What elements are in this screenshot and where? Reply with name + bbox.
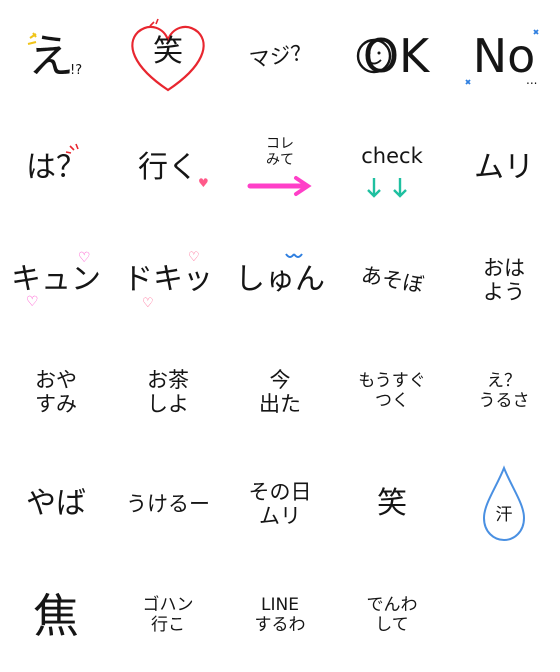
sticker-ima-deta[interactable]: 今 出た <box>224 336 336 448</box>
sticker-label: 笑 <box>153 33 183 69</box>
sticker-label: その日 ムリ <box>248 479 312 528</box>
empty-slot <box>448 560 560 672</box>
sticker-label: check <box>361 143 423 168</box>
sticker-label: もうすぐ つく <box>358 371 426 411</box>
sticker-label: でんわ して <box>366 595 418 635</box>
sticker-label: No <box>472 28 536 83</box>
sticker-ase[interactable]: 汗 <box>448 448 560 560</box>
sticker-label: え？ うるさ <box>478 371 530 411</box>
heart-icon: ♡ <box>142 296 154 311</box>
sticker-warai[interactable]: 笑 <box>336 448 448 560</box>
sticker-e-urusa[interactable]: え？ うるさ <box>448 336 560 448</box>
sticker-label: お茶 しよ <box>147 367 189 416</box>
sticker-ohayou[interactable]: おは よう <box>448 224 560 336</box>
sticker-line-suruwa[interactable]: LINE するわ <box>224 560 336 672</box>
sparkle-icon <box>27 32 37 45</box>
sticker-oyasumi[interactable]: おや すみ <box>0 336 112 448</box>
sticker-label: ドキッ <box>123 261 213 297</box>
sticker-maji[interactable]: マジ？ <box>224 0 336 112</box>
sticker-sonohi-muri[interactable]: その日 ムリ <box>224 448 336 560</box>
sticker-label: OK <box>362 28 430 83</box>
sticker-label: しゅん <box>235 261 325 297</box>
sticker-kyun[interactable]: キュン ♡ ♡ <box>0 224 112 336</box>
sticker-kore-mite[interactable]: コレ みて <box>224 112 336 224</box>
anger-mark-icon <box>65 143 79 154</box>
sticker-label: キュン <box>11 261 101 297</box>
sticker-label: ムリ <box>474 149 534 185</box>
sticker-label: 焦 <box>33 588 79 643</box>
sticker-label: ゴハン 行こ <box>142 595 194 635</box>
sticker-label: おや すみ <box>35 367 77 416</box>
heart-icon <box>131 18 205 92</box>
arrow-right-icon <box>247 176 312 196</box>
heart-icon: ♡ <box>78 250 91 266</box>
sticker-label: やば <box>26 485 86 521</box>
sticker-e[interactable]: え !? <box>0 0 112 112</box>
sticker-iku[interactable]: 行く ♥ <box>112 112 224 224</box>
sticker-gohan-iko[interactable]: ゴハン 行こ <box>112 560 224 672</box>
sticker-label: うけるー <box>126 491 210 516</box>
heart-icon: ♥ <box>198 176 209 190</box>
heart-icon: ♡ <box>26 294 39 310</box>
smile-face-icon <box>356 38 392 74</box>
sticker-label: LINE するわ <box>254 595 306 635</box>
sweat-drop-icon <box>482 465 526 542</box>
sticker-denwa-shite[interactable]: でんわ して <box>336 560 448 672</box>
sticker-sublabel: !? <box>70 63 83 78</box>
sticker-no[interactable]: No ... <box>448 0 560 112</box>
arrow-down-icon <box>367 178 407 198</box>
sticker-ha[interactable]: は？ <box>0 112 112 224</box>
sticker-label: あそぼ <box>358 262 426 298</box>
sticker-yaba[interactable]: やば <box>0 448 112 560</box>
sticker-sublabel: ... <box>526 73 538 87</box>
sticker-label: 笑 <box>377 485 407 521</box>
sticker-label: おは よう <box>483 255 525 304</box>
sticker-aseru[interactable]: 焦 <box>0 560 112 672</box>
sticker-check[interactable]: check <box>336 112 448 224</box>
sticker-muri[interactable]: ムリ <box>448 112 560 224</box>
sticker-shun[interactable]: しゅん <box>224 224 336 336</box>
sticker-ukeru[interactable]: うけるー <box>112 448 224 560</box>
sticker-label: は？ <box>26 149 86 185</box>
heart-icon: ♡ <box>188 250 200 265</box>
sticker-label: コレ みて <box>266 135 294 168</box>
sticker-dokitsu[interactable]: ドキッ ♡ ♡ <box>112 224 224 336</box>
sticker-label: 汗 <box>495 505 513 526</box>
star-icon <box>465 29 539 85</box>
drop-marks-icon <box>285 253 303 258</box>
sticker-ok[interactable]: OK <box>336 0 448 112</box>
sticker-ocha-shiyo[interactable]: お茶 しよ <box>112 336 224 448</box>
sticker-label: 今 出た <box>259 367 301 416</box>
sticker-asobo[interactable]: あそぼ <box>336 224 448 336</box>
sticker-warai-heart[interactable]: 笑 <box>112 0 224 112</box>
sticker-label: 行く <box>138 149 198 185</box>
sticker-label: え <box>28 28 74 83</box>
sticker-mousugu-tsuku[interactable]: もうすぐ つく <box>336 336 448 448</box>
sticker-label: マジ？ <box>247 39 313 73</box>
